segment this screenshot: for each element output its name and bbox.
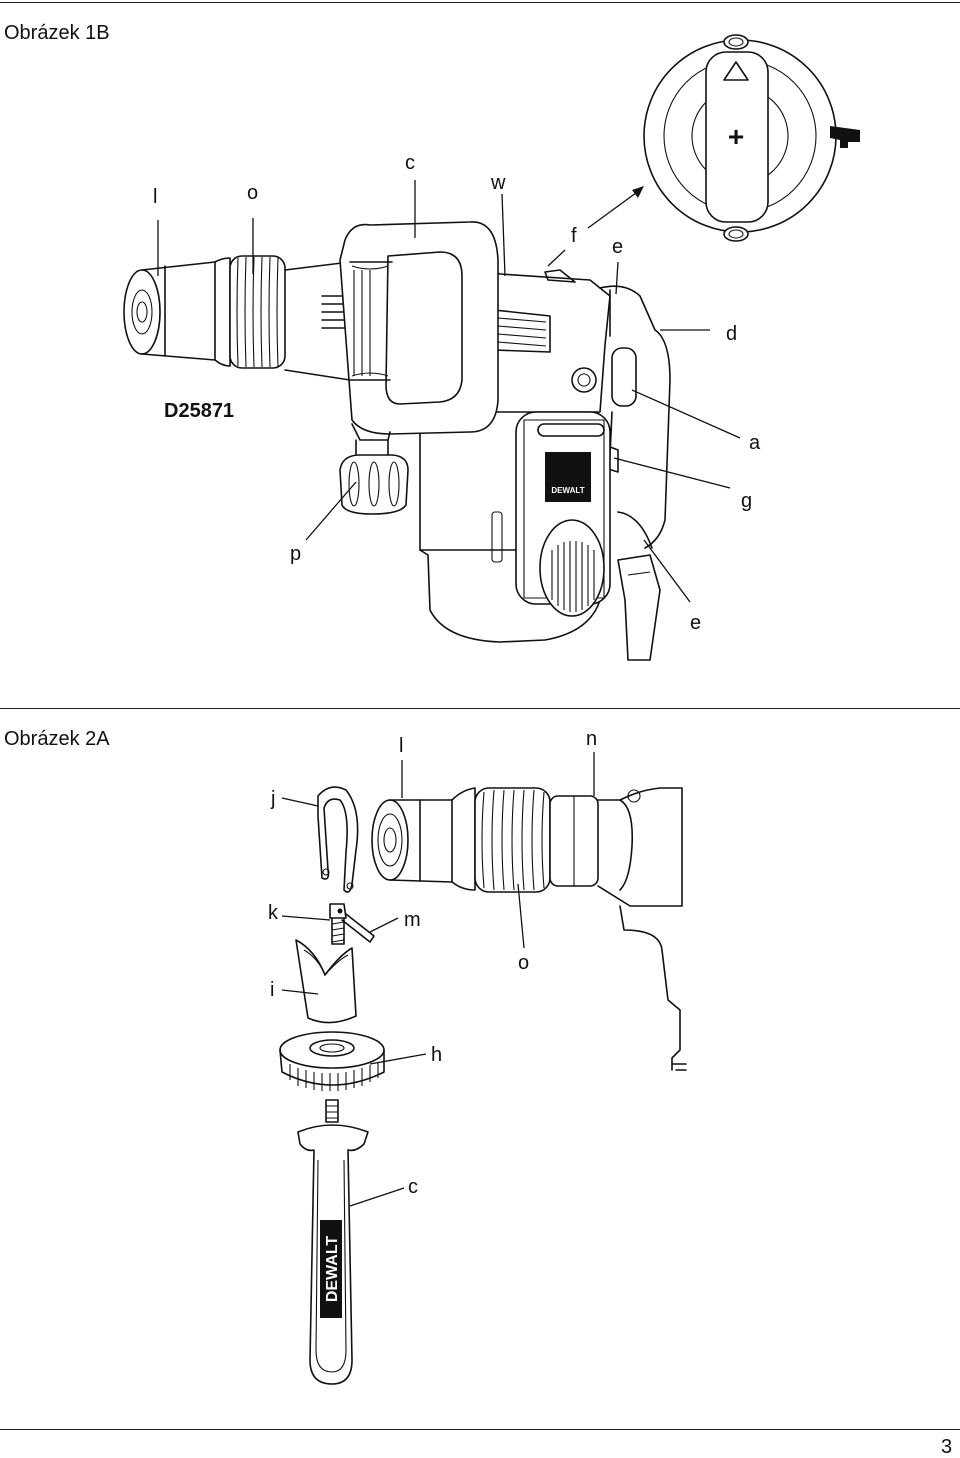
rear-handle-illustration [599,285,671,661]
label-d-fig1: d [726,323,738,345]
label-o-fig1: o [247,182,259,204]
middle-rule [0,708,960,709]
label-h-fig2: h [431,1044,443,1066]
label-g-fig1: g [741,490,753,512]
label-k-fig2: k [268,902,278,924]
gearbox-illustration: DEWALT [419,411,613,643]
label-o-fig2: o [518,952,530,974]
hammer-mode-icon [830,126,860,148]
hammer-front-illustration [371,787,687,1071]
figure-1b-drawing: DEWALT + [123,34,860,661]
label-a-fig1: a [749,432,761,454]
mode-selector-inset: + [643,34,860,242]
clamp-bolt-illustration [329,903,347,945]
label-e-bottom-fig1: e [690,612,702,634]
dewalt-logo-handle: DEWALT [324,1236,341,1303]
leader-lines-fig2 [281,752,595,1207]
clamp-band-illustration [317,786,359,893]
side-handle-illustration: DEWALT [297,1099,369,1385]
ring-nut-illustration [279,1031,385,1091]
label-f-fig1: f [571,225,577,247]
handle-cup-illustration [295,939,357,1024]
figure-2a-title: Obrázek 2A [4,728,110,750]
label-w-fig1: w [491,172,506,194]
label-c-fig1: c [405,152,415,174]
leader-lines [157,180,741,603]
figure-2a-drawing: DEWALT [279,752,687,1385]
plus-symbol: + [728,121,744,152]
page-number: 3 [941,1436,953,1458]
dewalt-logo-small: DEWALT [551,486,584,495]
label-n-fig2: n [586,728,598,750]
figure-1b-title: Obrázek 1B [4,22,110,44]
label-l-fig1: l [153,186,158,208]
label-j-fig2: j [271,788,276,810]
label-m-fig2: m [404,909,421,931]
label-e-top-fig1: e [612,236,624,258]
ribbed-collar-illustration [229,255,286,369]
bottom-rule [0,1429,960,1430]
clamp-pin-illustration [341,913,375,943]
top-rule [0,2,960,3]
model-number: D25871 [164,400,235,422]
label-l-fig2: l [399,735,404,757]
front-handle-illustration [339,221,499,457]
label-p-fig1: p [290,543,302,565]
tool-holder-illustration [123,257,231,367]
side-knob-illustration [339,454,409,515]
label-i-fig2: i [270,979,275,1001]
label-c-fig2: c [408,1176,418,1198]
barrel-illustration [284,261,351,381]
